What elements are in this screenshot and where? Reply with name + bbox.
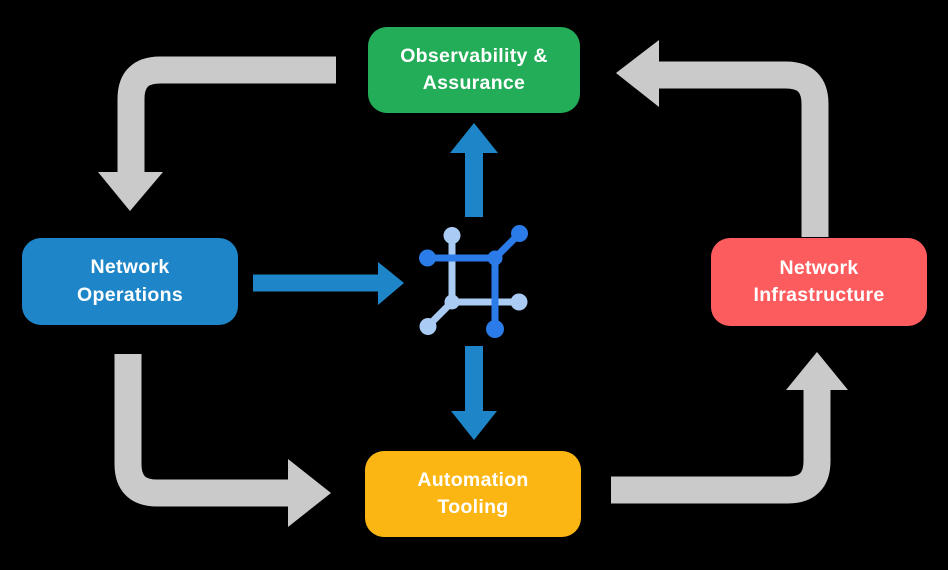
arrowhead-left-icon <box>616 40 659 107</box>
node-automation-tooling: Automation Tooling <box>365 451 581 537</box>
icon-dark-layer <box>419 225 528 338</box>
arrow-operations-to-automation <box>114 354 288 507</box>
arrow-infrastructure-to-observability <box>659 61 829 237</box>
arrowhead-down-icon <box>98 172 163 211</box>
arrow-automation-to-infrastructure <box>611 388 831 504</box>
node-observability-label: Observability & Assurance <box>400 44 548 94</box>
arrowhead-right-icon <box>288 459 331 527</box>
network-automation-icon <box>419 225 528 338</box>
node-observability-assurance: Observability & Assurance <box>368 27 580 113</box>
node-operations-label: Network Operations <box>77 256 183 306</box>
node-infrastructure-label: Network Infrastructure <box>753 256 885 306</box>
arrow-observability-to-operations <box>117 56 336 174</box>
arrowhead-up-icon <box>786 352 848 390</box>
node-network-operations: Network Operations <box>22 238 238 325</box>
arrowhead-up-blue-icon <box>450 123 498 153</box>
node-automation-label: Automation Tooling <box>417 468 529 518</box>
arrowhead-right-blue-icon <box>378 262 404 305</box>
icon-light-layer <box>419 227 528 335</box>
arrowhead-down-blue-icon <box>451 411 497 440</box>
node-network-infrastructure: Network Infrastructure <box>711 238 927 326</box>
